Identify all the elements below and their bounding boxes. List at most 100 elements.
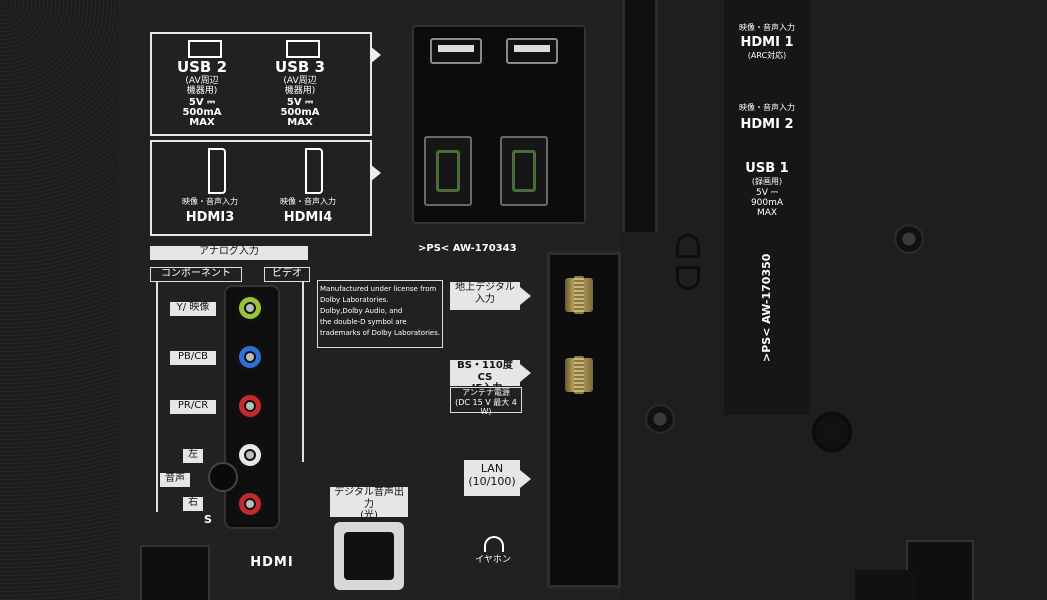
- right-terminal-panel: [620, 0, 1047, 600]
- vertical-divider: [622, 0, 658, 232]
- hdmi4-port[interactable]: [500, 136, 548, 206]
- usb1-power3: MAX: [756, 208, 778, 218]
- model-right: >PS< AW-170350: [760, 253, 774, 362]
- dolby-line-3: Dolby,Dolby Audio, and: [320, 307, 403, 315]
- s-video-jack[interactable]: [208, 462, 238, 492]
- usb1-sub: (録画用): [751, 177, 783, 186]
- rca-pb-jack[interactable]: [235, 342, 265, 372]
- bottom-right-bracket-foot: [855, 570, 915, 600]
- antenna-side-strip: [547, 252, 621, 588]
- bottom-right-bracket: [906, 540, 974, 600]
- leather-background: [0, 0, 118, 600]
- dolby-line-4: the double-D symbol are: [320, 318, 407, 326]
- hdmi1-caption: 映像・音声入力: [739, 23, 795, 32]
- hdmi1-label: HDMI 1: [740, 35, 794, 50]
- right-audio-label: 右: [183, 497, 203, 511]
- digital-audio-line-1: デジタル音声出力: [334, 487, 404, 510]
- usb1-power1: 5V ⎓: [756, 188, 778, 198]
- usb2-port[interactable]: [430, 38, 482, 64]
- screw-top-right: [894, 224, 924, 254]
- lan-label: LAN (10/100): [464, 460, 520, 496]
- hdmi3-icon: [208, 148, 226, 194]
- right-label-strip: [724, 0, 810, 415]
- s-mark: S: [204, 513, 212, 526]
- hdmi4-icon: [305, 148, 323, 194]
- pr-label: PR/CR: [170, 400, 216, 414]
- hdmi3-caption: 映像・音声入力: [182, 197, 238, 206]
- usb3-sub2: 機器用): [284, 86, 316, 96]
- bottom-left-bracket: [140, 545, 210, 600]
- lan-line-1: LAN: [480, 462, 504, 475]
- round-knob: [812, 412, 852, 452]
- usb3-power1: 5V ⎓: [286, 97, 314, 108]
- hdmi4-caption: 映像・音声入力: [280, 197, 336, 206]
- terrestrial-label: 地上デジタル 入力: [450, 282, 520, 310]
- lan-line-2: (10/100): [468, 474, 516, 488]
- bs-cs-label: BS・110度CS -IF入力: [450, 360, 520, 394]
- usb2-title: USB 2: [176, 58, 228, 76]
- usb3-title: USB 3: [274, 58, 326, 76]
- rca-pr-jack[interactable]: [235, 391, 265, 421]
- hdmi4-name: HDMI4: [283, 210, 333, 225]
- digital-audio-label: デジタル音声出力 (光): [330, 487, 408, 521]
- left-audio-label: 左: [183, 449, 203, 463]
- digital-audio-line-2: (光): [360, 510, 378, 521]
- dolby-line-5: trademarks of Dolby Laboratories.: [320, 329, 441, 337]
- antenna-power-line-1: アンテナ電源: [462, 388, 510, 397]
- hdmi-logo: HDMI: [250, 555, 294, 570]
- usb3-power3: MAX: [287, 117, 313, 128]
- video-label: ビデオ: [264, 267, 310, 282]
- model-main: >PS< AW-170343: [418, 243, 517, 254]
- bs-cs-antenna-jack[interactable]: [565, 356, 593, 394]
- terrestrial-arrow-icon: [520, 287, 531, 305]
- antenna-power-line-2: (DC 15 V 最大 4 W): [455, 397, 517, 417]
- latch-slot-bottom: [676, 266, 700, 290]
- usb2-icon: [188, 40, 222, 58]
- dolby-notice-box: [317, 280, 443, 348]
- bs-cs-arrow-icon: [520, 364, 531, 382]
- bs-cs-line-1: BS・110度CS: [457, 360, 513, 383]
- left-bracket-line: [156, 282, 158, 512]
- hdmi3-name: HDMI3: [185, 210, 235, 225]
- usb3-icon: [286, 40, 320, 58]
- usb3-port[interactable]: [506, 38, 558, 64]
- usb-arrow-icon: [370, 46, 381, 64]
- hdmi1-sub: (ARC対応): [747, 51, 787, 60]
- optical-port[interactable]: [334, 522, 404, 590]
- screw-middle: [645, 404, 675, 434]
- y-label: Y/ 映像: [170, 302, 216, 316]
- rca-audio-left-jack[interactable]: [235, 440, 265, 470]
- lan-arrow-icon: [520, 470, 531, 488]
- usb1-label: USB 1: [745, 161, 789, 176]
- terrestrial-line-1: 地上デジタル: [455, 282, 515, 293]
- bs-cs-line-2: -IF入力: [467, 383, 503, 394]
- usb2-power1: 5V ⎓: [188, 97, 216, 108]
- dolby-line-1: Manufactured under license from: [320, 285, 437, 293]
- rca-y-jack[interactable]: [235, 293, 265, 323]
- usb2-sub2: 機器用): [186, 86, 218, 96]
- usb3-sub1: (AV周辺: [283, 76, 317, 86]
- terrestrial-antenna-jack[interactable]: [565, 276, 593, 314]
- hdmi2-caption: 映像・音声入力: [739, 103, 795, 112]
- component-label: コンポーネント: [150, 267, 242, 282]
- usb3-power2: 500mA: [280, 107, 320, 118]
- usb2-power2: 500mA: [182, 107, 222, 118]
- right-bracket-line: [302, 282, 304, 462]
- analog-header: アナログ入力: [150, 246, 308, 260]
- hdmi2-label: HDMI 2: [740, 117, 794, 132]
- earphone-label: イヤホン: [475, 555, 511, 565]
- terrestrial-line-2: 入力: [475, 293, 495, 305]
- usb-label-box: [150, 32, 372, 136]
- dolby-line-2: Dolby Laboratories.: [320, 296, 389, 304]
- antenna-power-label: アンテナ電源 (DC 15 V 最大 4 W): [450, 387, 522, 416]
- rca-audio-right-jack[interactable]: [235, 489, 265, 519]
- usb1-power2: 900mA: [750, 198, 784, 208]
- hdmi3-port[interactable]: [424, 136, 472, 206]
- earphone-icon: [484, 536, 504, 552]
- usb2-sub1: (AV周辺: [185, 76, 219, 86]
- audio-label: 音声: [160, 473, 190, 487]
- latch-slot-top: [676, 234, 700, 258]
- hdmi-arrow-icon: [370, 164, 381, 182]
- usb2-power3: MAX: [189, 117, 215, 128]
